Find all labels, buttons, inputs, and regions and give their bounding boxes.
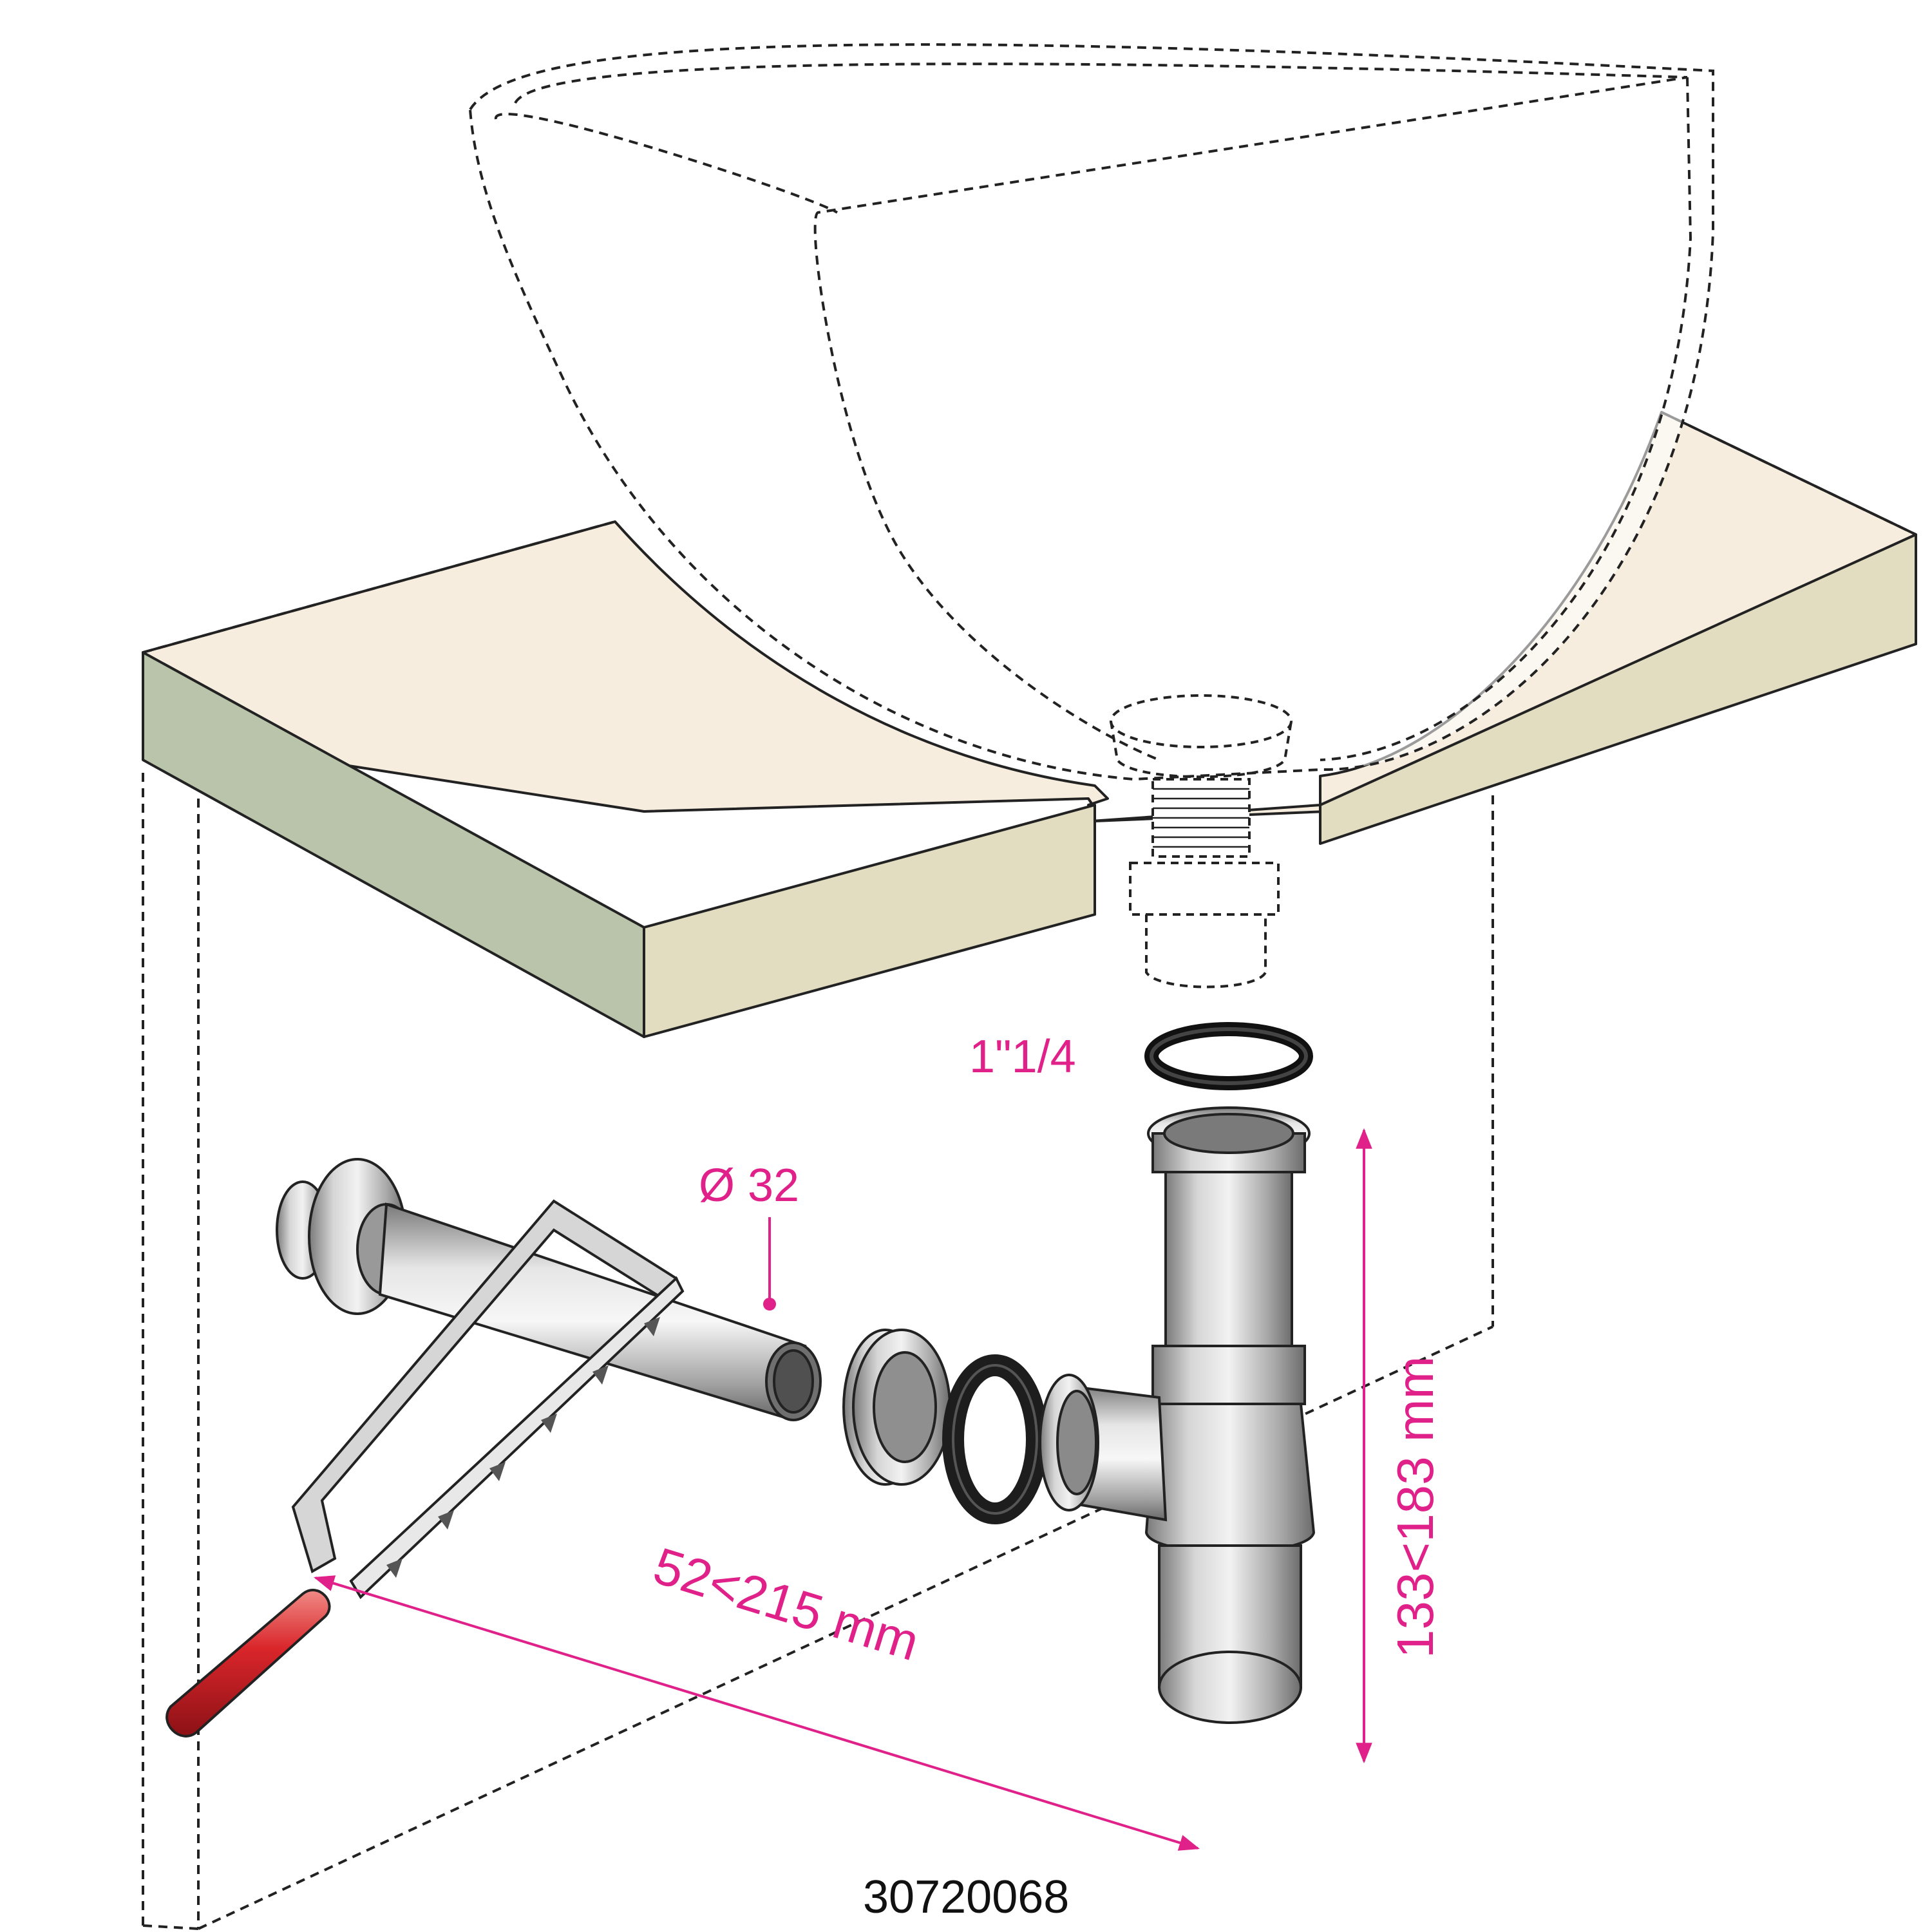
compression-nut [842,1329,951,1486]
cone-washer [942,1354,1048,1524]
dimension-lines [313,1128,1372,1851]
horizontal-dimension-arrow [313,1575,1200,1851]
horizontal-range-label: 52<215 mm [647,1537,925,1671]
pipe-diameter-label: Ø 32 [699,1160,799,1211]
thread-gasket [1144,1022,1313,1090]
bottle-trap-icon [1039,1106,1316,1724]
vessel-sink-bowl-icon [468,43,1714,781]
countertop-right-side [1319,533,1917,845]
thread-size-label: 1"1/4 [969,1031,1076,1083]
vertical-range-label: 133<183 mm [1387,1356,1444,1658]
countertop-side-face [643,804,1096,1038]
product-code: 30720068 [863,1871,1069,1923]
pop-up-drain-icon [1110,694,1293,989]
